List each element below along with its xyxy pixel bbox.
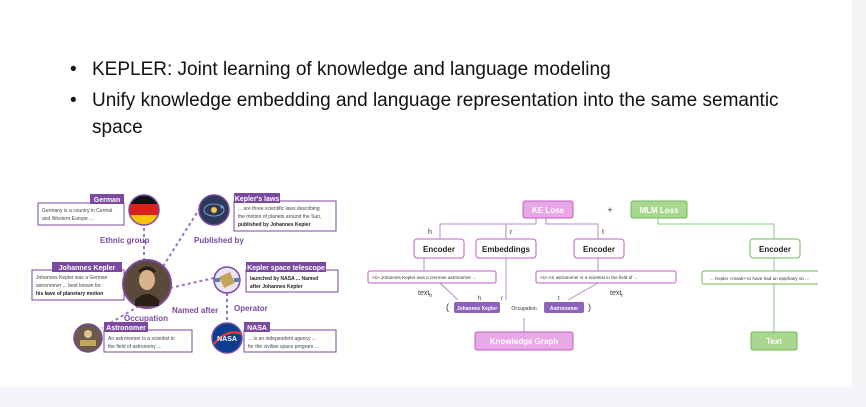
node-german: German Germany is a country in Central a… [37,194,160,226]
input-text-mlm-box: ... Kepler <mask> to have had an epiphan… [701,270,818,285]
node-telescope-desc: after Johannes Kepler [250,284,303,290]
astronomer-icon [73,323,103,353]
encoder-mlm-label: Encoder [759,245,791,254]
encoder-t-label: Encoder [583,245,615,254]
bullet-text: Unify knowledge embedding and language r… [92,90,779,138]
bullet-dot: • [70,90,77,111]
edge-label-occupation: Occupation [124,314,168,323]
node-nasa-desc: ... is an independent agency ... [248,336,316,342]
node-laws-desc: published by Johannes Kepler [238,222,311,228]
input-text-h: <s> Johannes Kepler was a German astrono… [372,275,476,280]
node-nasa-title: NASA [247,325,267,332]
nasa-logo-text: NASA [217,336,237,343]
mlm-loss-box: MLM Loss [630,200,688,219]
triple-tail-chip: Astronomer [544,302,584,313]
edge-label-published-by: Published by [194,236,244,245]
encoder-h-label: Encoder [423,245,455,254]
encoder-h-box: Encoder [413,238,465,259]
node-laws-desc: ... are three scientific laws describing [238,206,320,212]
edge-occupation [101,302,145,329]
ke-loss-label: KE Loss [532,206,565,215]
node-astronomer-title: Astronomer [106,325,146,332]
mlm-loss-label: MLM Loss [639,206,679,215]
node-nasa-desc: for the civilian space program ... [248,344,319,350]
edge-named-after [169,277,215,289]
input-text-t-box: <s> An astronomer is a scientist in the … [535,270,677,284]
knowledge-graph-diagram: Ethnic group Published by Named after Op… [31,193,339,354]
node-nasa: NASA NASA ... is an independent agency .… [211,322,337,354]
encoder-t-box: Encoder [573,238,625,259]
triple-open-paren: ( [446,302,449,312]
plus-sign: + [607,205,612,215]
node-telescope-title: Kepler space telescope [247,265,325,272]
node-laws-desc: the motion of planets around the Sun, [238,214,321,220]
node-keplers-laws: Kepler's laws ... are three scientific l… [198,193,337,232]
triple-tail-label: Astronomer [550,306,578,312]
triple-head-chip: Johannes Kepler [454,302,500,313]
node-astronomer-desc: An astronomer is a scientist in [108,336,175,342]
bullet-dot: • [70,59,77,80]
input-text-mlm: ... Kepler <mask> to have had an epiphan… [710,276,809,281]
t-label: t [602,229,604,236]
node-kepler-desc: his laws of planetary motion [36,291,103,297]
triple-r-tag: r [501,296,503,302]
triple-t-tag: t [558,296,560,302]
node-kepler-desc: astronomer ... best known for [36,283,101,289]
right-edge-band [852,0,866,407]
solar-system-icon [198,194,230,226]
r-label: r [510,229,513,236]
node-telescope-desc: launched by NASA ... Named [250,276,318,282]
kepler-architecture-diagram: KE Loss + MLM Loss h r t Encoder Embeddi… [367,200,818,351]
germany-flag-icon [128,194,160,226]
node-astronomer-desc: the field of astronomy ... [108,344,161,350]
text-h-label: texth [418,290,432,299]
bottom-edge-band [0,387,866,407]
knowledge-graph-label: Knowledge Graph [490,337,559,346]
bullet-list: • KEPLER: Joint learning of knowledge and… [66,56,826,145]
edge-label-ethnic-group: Ethnic group [100,236,149,245]
input-text-t: <s> An astronomer is a scientist in the … [540,275,638,280]
input-text-h-box: <s> Johannes Kepler was a German astrono… [367,270,497,284]
node-german-desc: and Western Europe ... [42,216,93,222]
encoder-mlm-box: Encoder [749,238,801,259]
nasa-logo-icon: NASA [211,322,243,354]
node-astronomer: Astronomer An astronomer is a scientist … [73,322,193,353]
triple-head-label: Johannes Kepler [457,306,497,312]
embeddings-label: Embeddings [482,245,531,254]
bullet-item: • Unify knowledge embedding and language … [66,87,826,141]
node-johannes-kepler: Johannes Kepler Johannes Kepler was a Ge… [31,259,172,309]
bullet-item: • KEPLER: Joint learning of knowledge and… [66,56,826,83]
telescope-icon [213,266,241,294]
node-kepler-space-telescope: Kepler space telescope launched by NASA … [213,262,339,294]
h-label: h [428,229,432,236]
edge-label-operator: Operator [234,304,268,313]
text-box-label: Text [766,337,782,346]
triple-close-paren: ) [588,302,591,312]
bullet-text: KEPLER: Joint learning of knowledge and … [92,59,611,80]
text-box: Text [750,331,798,351]
node-laws-title: Kepler's laws [235,196,280,203]
portrait-icon [122,259,172,309]
text-t-label: textt [610,290,623,299]
embeddings-box: Embeddings [475,238,537,259]
knowledge-graph-box: Knowledge Graph [474,331,574,351]
node-german-title: German [94,197,120,204]
triple-h-tag: h [478,296,481,302]
node-kepler-title: Johannes Kepler [59,265,116,272]
ke-loss-box: KE Loss [522,200,574,219]
node-kepler-desc: Johannes Kepler was a German [36,275,108,281]
triple-relation-label: Occupation [511,306,537,312]
node-german-desc: Germany is a country in Central [42,208,112,214]
edge-label-named-after: Named after [172,306,218,315]
